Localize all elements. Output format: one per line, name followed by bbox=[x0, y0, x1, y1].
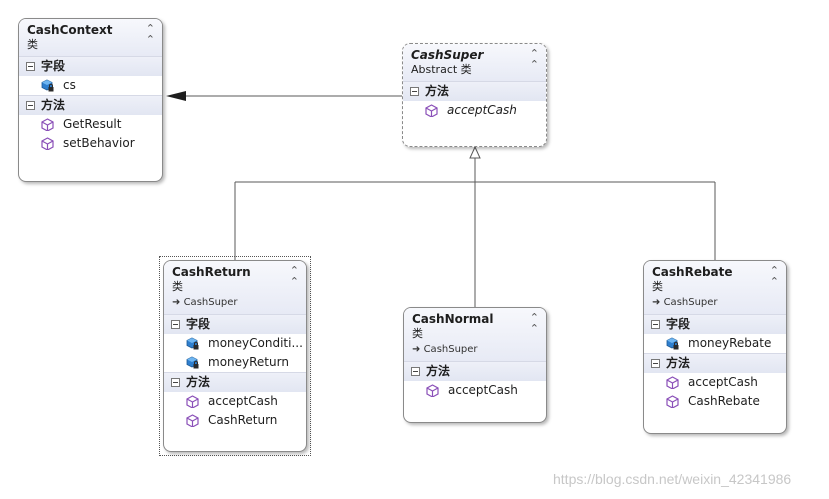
member-label: moneyRebate bbox=[688, 336, 772, 350]
method-item[interactable]: CashRebate bbox=[644, 392, 786, 411]
field-lock-icon bbox=[666, 337, 679, 350]
field-lock-icon bbox=[41, 79, 54, 92]
method-cube-icon bbox=[41, 137, 54, 150]
method-cube-icon bbox=[186, 395, 199, 408]
minus-toggle-icon[interactable] bbox=[26, 101, 35, 110]
minus-toggle-icon[interactable] bbox=[411, 367, 420, 376]
method-cube-icon bbox=[666, 376, 679, 389]
member-label: acceptCash bbox=[448, 383, 518, 397]
section-label: 方法 bbox=[425, 84, 450, 98]
member-label: CashReturn bbox=[208, 413, 278, 427]
method-item[interactable]: acceptCash bbox=[644, 373, 786, 392]
double-chevron-up-icon[interactable]: ⌃⌃ bbox=[529, 311, 539, 335]
class-name: CashReturn bbox=[172, 265, 251, 279]
association-arrowhead bbox=[166, 91, 186, 101]
section-methods[interactable]: 方法 bbox=[644, 353, 786, 373]
inheritance-line: ➜ CashSuper bbox=[652, 296, 778, 309]
method-item[interactable]: acceptCash bbox=[164, 392, 306, 411]
class-header: CashNormal 类 ➜ CashSuper ⌃⌃ bbox=[404, 308, 546, 361]
section-label: 字段 bbox=[666, 317, 691, 331]
double-chevron-up-icon[interactable]: ⌃⌃ bbox=[289, 264, 299, 288]
member-label: acceptCash bbox=[208, 394, 278, 408]
section-fields[interactable]: 字段 bbox=[19, 56, 162, 76]
inherit-arrow-icon: ➜ bbox=[172, 297, 181, 308]
class-cashrebate[interactable]: CashRebate 类 ➜ CashSuper ⌃⌃ 字段 moneyReba… bbox=[643, 260, 787, 434]
class-name: CashContext bbox=[27, 23, 113, 37]
section-label: 方法 bbox=[666, 356, 691, 370]
class-kind: Abstract 类 bbox=[411, 63, 472, 76]
member-label: GetResult bbox=[63, 117, 122, 131]
section-methods[interactable]: 方法 bbox=[164, 372, 306, 392]
class-kind: 类 bbox=[27, 38, 38, 51]
field-item[interactable]: moneyRebate bbox=[644, 334, 786, 353]
class-name: CashRebate bbox=[652, 265, 733, 279]
method-item[interactable]: CashReturn bbox=[164, 411, 306, 430]
watermark: https://blog.csdn.net/weixin_42341986 bbox=[553, 471, 792, 487]
method-item[interactable]: setBehavior bbox=[19, 134, 162, 153]
class-name: CashSuper bbox=[411, 48, 484, 62]
member-label: setBehavior bbox=[63, 136, 135, 150]
section-methods[interactable]: 方法 bbox=[404, 361, 546, 381]
double-chevron-up-icon[interactable]: ⌃⌃ bbox=[769, 264, 779, 288]
class-kind: 类 bbox=[652, 280, 663, 293]
member-label: acceptCash bbox=[688, 375, 758, 389]
section-fields[interactable]: 字段 bbox=[164, 314, 306, 334]
section-label: 字段 bbox=[41, 59, 66, 73]
minus-toggle-icon[interactable] bbox=[410, 87, 419, 96]
class-header: CashSuper Abstract 类 ⌃⌃ bbox=[403, 44, 546, 81]
generalization-arrowhead bbox=[469, 145, 481, 159]
method-cube-icon bbox=[41, 118, 54, 131]
field-item[interactable]: moneyConditi... bbox=[164, 334, 306, 353]
section-label: 方法 bbox=[41, 98, 66, 112]
class-cashreturn[interactable]: CashReturn 类 ➜ CashSuper ⌃⌃ 字段 moneyCond… bbox=[163, 260, 307, 452]
section-label: 字段 bbox=[186, 317, 211, 331]
section-label: 方法 bbox=[426, 364, 451, 378]
inherit-arrow-icon: ➜ bbox=[652, 297, 661, 308]
inheritance-line: ➜ CashSuper bbox=[412, 343, 538, 356]
class-cashnormal[interactable]: CashNormal 类 ➜ CashSuper ⌃⌃ 方法 acceptCas… bbox=[403, 307, 547, 423]
class-header: CashContext 类 ⌃⌃ bbox=[19, 19, 162, 56]
method-cube-icon bbox=[426, 384, 439, 397]
method-cube-icon bbox=[186, 414, 199, 427]
minus-toggle-icon[interactable] bbox=[171, 320, 180, 329]
double-chevron-up-icon[interactable]: ⌃⌃ bbox=[529, 47, 539, 71]
method-cube-icon bbox=[425, 104, 438, 117]
parent-class-label: CashSuper bbox=[183, 297, 238, 308]
class-kind: 类 bbox=[412, 327, 423, 340]
parent-class-label: CashSuper bbox=[423, 344, 478, 355]
class-cashsuper[interactable]: CashSuper Abstract 类 ⌃⌃ 方法 acceptCash bbox=[402, 43, 547, 147]
parent-class-label: CashSuper bbox=[663, 297, 718, 308]
class-name: CashNormal bbox=[412, 312, 494, 326]
class-header: CashRebate 类 ➜ CashSuper ⌃⌃ bbox=[644, 261, 786, 314]
method-item[interactable]: acceptCash bbox=[404, 381, 546, 400]
minus-toggle-icon[interactable] bbox=[26, 62, 35, 71]
method-cube-icon bbox=[666, 395, 679, 408]
field-lock-icon bbox=[186, 356, 199, 369]
field-lock-icon bbox=[186, 337, 199, 350]
section-methods[interactable]: 方法 bbox=[403, 81, 546, 101]
section-label: 方法 bbox=[186, 375, 211, 389]
field-item[interactable]: moneyReturn bbox=[164, 353, 306, 372]
class-kind: 类 bbox=[172, 280, 183, 293]
member-label: moneyReturn bbox=[208, 355, 289, 369]
member-label: moneyConditi... bbox=[208, 336, 303, 350]
member-label: CashRebate bbox=[688, 394, 760, 408]
inheritance-line: ➜ CashSuper bbox=[172, 296, 298, 309]
minus-toggle-icon[interactable] bbox=[651, 320, 660, 329]
minus-toggle-icon[interactable] bbox=[171, 378, 180, 387]
section-fields[interactable]: 字段 bbox=[644, 314, 786, 334]
section-methods[interactable]: 方法 bbox=[19, 95, 162, 115]
method-item[interactable]: acceptCash bbox=[403, 101, 546, 120]
minus-toggle-icon[interactable] bbox=[651, 359, 660, 368]
member-label: acceptCash bbox=[447, 103, 517, 117]
class-header: CashReturn 类 ➜ CashSuper ⌃⌃ bbox=[164, 261, 306, 314]
member-label: cs bbox=[63, 78, 76, 92]
method-item[interactable]: GetResult bbox=[19, 115, 162, 134]
double-chevron-up-icon[interactable]: ⌃⌃ bbox=[145, 22, 155, 46]
inherit-arrow-icon: ➜ bbox=[412, 344, 421, 355]
field-item[interactable]: cs bbox=[19, 76, 162, 95]
class-cashcontext[interactable]: CashContext 类 ⌃⌃ 字段 cs 方法 GetResult setB… bbox=[18, 18, 163, 182]
